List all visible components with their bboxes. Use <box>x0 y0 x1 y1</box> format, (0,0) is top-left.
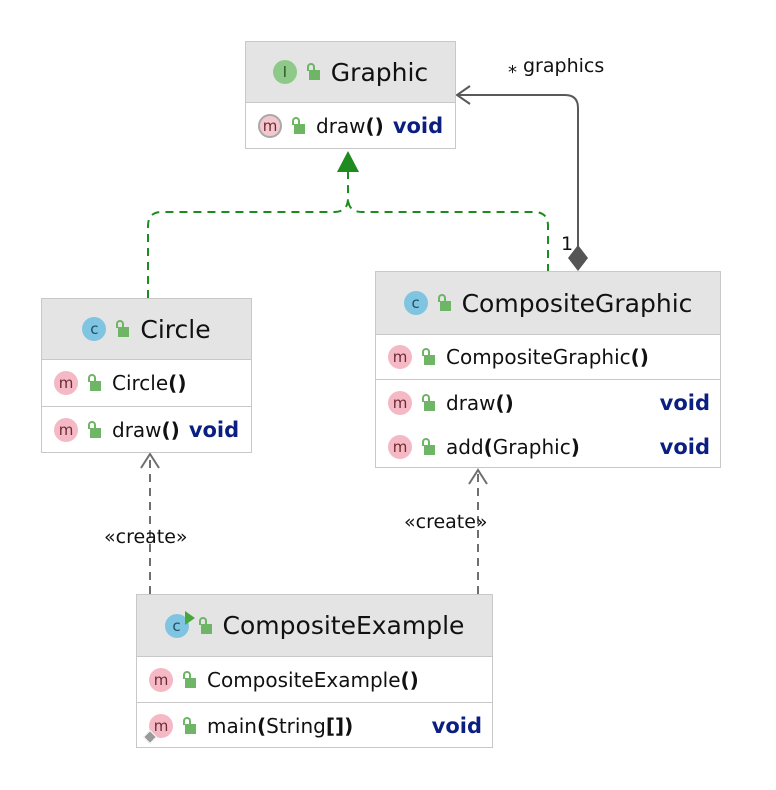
constructor-row[interactable]: m Circle() <box>42 360 251 406</box>
method-return-type: void <box>392 114 444 138</box>
class-header: c CompositeExample <box>137 595 492 657</box>
class-name: CompositeExample <box>222 611 465 640</box>
method-return-type: void <box>659 391 710 415</box>
method-row[interactable]: m draw() void <box>246 103 455 149</box>
method-row[interactable]: m draw() void <box>376 380 720 426</box>
aggregation-source-multiplicity: 1 <box>561 233 574 255</box>
aggregation-line <box>458 94 579 248</box>
method-return-type: void <box>431 713 482 738</box>
class-header: c Circle <box>42 299 251 360</box>
aggregation-arrowhead <box>455 85 471 105</box>
method-row[interactable]: m main(String[]) void <box>137 702 492 748</box>
constructor-row[interactable]: m CompositeGraphic() <box>376 335 720 379</box>
constructor-signature: CompositeExample() <box>207 667 419 692</box>
method-icon: m <box>54 371 78 395</box>
method-signature: draw() <box>446 391 514 415</box>
constructor-signature: Circle() <box>112 371 187 395</box>
create-circle-label: «create» <box>104 526 188 548</box>
method-icon: m <box>149 667 173 692</box>
public-lock-icon <box>181 670 197 689</box>
public-lock-icon <box>420 438 436 456</box>
class-icon: c <box>403 291 428 315</box>
public-lock-icon <box>181 716 197 735</box>
method-icon: m <box>388 391 412 415</box>
class-name: Graphic <box>330 57 429 87</box>
run-main-icon <box>184 610 195 625</box>
method-icon: m <box>142 713 173 744</box>
public-lock-icon <box>420 394 436 412</box>
create-circle-arrowhead <box>140 452 160 469</box>
method-signature: draw() <box>316 114 384 138</box>
public-lock-icon <box>197 616 213 635</box>
class-name: Circle <box>140 314 211 344</box>
method-icon: m <box>388 345 412 369</box>
constructor-signature: CompositeGraphic() <box>446 345 649 369</box>
create-composite-label: «create» <box>404 511 488 533</box>
method-return-type: void <box>659 435 710 459</box>
method-row[interactable]: m add(Graphic) void <box>376 426 720 468</box>
class-circle[interactable]: c Circle m Circle() m draw() void <box>41 298 252 453</box>
public-lock-icon <box>290 117 306 135</box>
method-signature: add(Graphic) <box>446 435 580 459</box>
interface-icon: I <box>272 60 297 84</box>
public-lock-icon <box>86 421 102 439</box>
public-lock-icon <box>420 348 436 366</box>
method-icon: m <box>258 114 282 138</box>
realization-compositegraphic-graphic <box>347 197 549 272</box>
class-icon: c <box>164 610 195 638</box>
method-icon: m <box>54 418 78 442</box>
method-signature: main(String[]) <box>207 713 354 738</box>
aggregation-label: graphics <box>523 55 605 77</box>
aggregation-target-multiplicity: * <box>508 62 517 83</box>
public-lock-icon <box>305 63 321 81</box>
method-signature: draw() <box>112 418 180 442</box>
method-row[interactable]: m draw() void <box>42 406 251 453</box>
aggregation-diamond <box>568 245 588 271</box>
method-icon: m <box>388 435 412 459</box>
public-lock-icon <box>436 294 452 312</box>
realization-arrowhead <box>337 151 359 172</box>
public-lock-icon <box>114 320 130 338</box>
class-icon: c <box>82 317 107 341</box>
constructor-row[interactable]: m CompositeExample() <box>137 657 492 702</box>
public-lock-icon <box>86 374 102 392</box>
class-compositeexample[interactable]: c CompositeExample m CompositeExample() … <box>136 594 493 748</box>
method-return-type: void <box>188 418 240 442</box>
class-header: c CompositeGraphic <box>376 272 720 335</box>
realization-circle-graphic <box>147 172 349 298</box>
class-header: I Graphic <box>246 42 455 103</box>
class-name: CompositeGraphic <box>461 288 693 318</box>
class-graphic[interactable]: I Graphic m draw() void <box>245 41 456 149</box>
class-compositegraphic[interactable]: c CompositeGraphic m CompositeGraphic() … <box>375 271 721 468</box>
methods-compartment: m draw() void m add(Graphic) void <box>376 379 720 468</box>
create-composite-arrowhead <box>468 468 488 485</box>
